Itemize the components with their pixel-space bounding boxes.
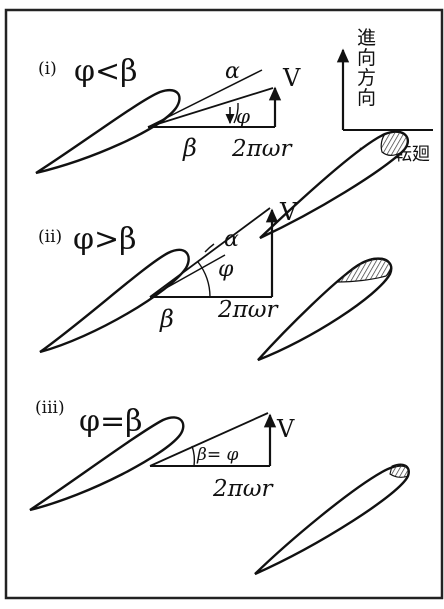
case-i-condition: φ<β	[74, 54, 138, 89]
case-ii-phi-arc	[197, 261, 211, 298]
case-i-beta-label: β	[182, 134, 197, 162]
case-ii-chord-line	[149, 254, 226, 298]
case-ii-beta-label: β	[159, 305, 174, 333]
case-ii-side-hatch	[336, 257, 392, 283]
case-iii-side-airfoil	[254, 464, 410, 576]
case-ii-alpha-arc	[204, 243, 215, 253]
case-ii-resultant	[149, 207, 271, 298]
case-i-airfoil	[35, 89, 181, 175]
advance-char-1: 進	[357, 27, 376, 49]
case-iii-airfoil	[29, 416, 185, 512]
case-ii-condition: φ>β	[73, 222, 137, 257]
advance-char-2: 向	[357, 47, 376, 69]
case-i-phi-label: φ	[236, 104, 250, 128]
case-iii-V-label: V	[276, 415, 295, 443]
case-iii-tangential-label: 2πωr	[212, 476, 275, 502]
advance-char-3: 方	[357, 67, 376, 89]
case-i: (i) φ<β V α φ β 2πωr	[35, 54, 409, 240]
case-i-number: (i)	[38, 59, 57, 79]
advance-char-4: 向	[357, 87, 376, 109]
case-iii-resultant	[149, 412, 269, 467]
outer-frame	[4, 8, 444, 600]
case-iii-angle-label: β= φ	[196, 445, 238, 465]
case-i-V-label: V	[282, 64, 301, 92]
case-iii-side-hatch	[389, 463, 410, 478]
case-ii: (ii) φ>β V α φ β 2πωr	[38, 198, 393, 362]
case-ii-alpha-label: α	[224, 227, 239, 252]
case-iii-number: (iii)	[35, 398, 65, 418]
case-i-alpha-label: α	[225, 59, 240, 84]
case-ii-number: (ii)	[38, 227, 62, 247]
case-ii-V-label: V	[279, 198, 298, 226]
case-ii-tangential-label: 2πωr	[217, 297, 280, 323]
case-iii: (iii) φ=β V β= φ 2πωr	[29, 398, 410, 576]
case-i-tangential-label: 2πωr	[231, 136, 294, 162]
case-iii-condition: φ=β	[79, 404, 143, 439]
case-iii-angle-arc	[191, 445, 196, 467]
case-ii-airfoil	[39, 248, 190, 354]
case-i-side-hatch	[380, 131, 409, 156]
case-i-resultant	[147, 87, 274, 128]
case-ii-phi-label: φ	[218, 257, 234, 282]
case-i-chord-line	[147, 69, 263, 128]
